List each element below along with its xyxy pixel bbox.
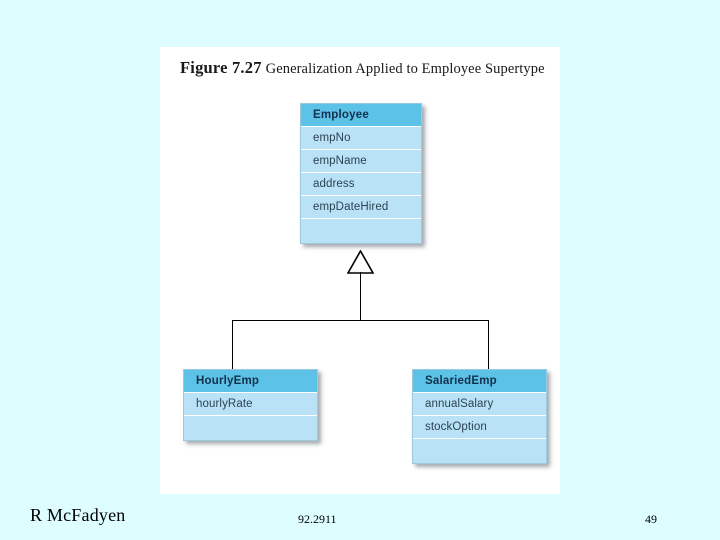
attribute-row: empNo: [301, 127, 421, 150]
attribute-row: empDateHired: [301, 196, 421, 219]
generalization-stem-line: [360, 272, 361, 321]
class-name-salariedemp: SalariedEmp: [413, 370, 546, 393]
attribute-row: empName: [301, 150, 421, 173]
generalization-branch-right: [488, 320, 489, 370]
uml-class-hourlyemp[interactable]: HourlyEmp hourlyRate: [183, 369, 318, 441]
attribute-row: hourlyRate: [184, 393, 317, 416]
footer-author: R McFadyen: [30, 505, 126, 525]
operations-compartment: [301, 219, 421, 243]
footer-course-code: 92.2911: [298, 512, 337, 526]
generalization-crossbar-line: [232, 320, 489, 321]
figure-title: Generalization Applied to Employee Super…: [265, 61, 545, 77]
figure-caption: Figure 7.27 Generalization Applied to Em…: [180, 58, 555, 78]
class-name-employee: Employee: [301, 104, 421, 127]
figure-label: Figure 7.27: [180, 58, 262, 77]
class-name-hourlyemp: HourlyEmp: [184, 370, 317, 393]
uml-class-employee[interactable]: Employee empNo empName address empDateHi…: [300, 103, 422, 244]
generalization-branch-left: [232, 320, 233, 370]
operations-compartment: [184, 416, 317, 440]
attribute-row: stockOption: [413, 416, 546, 439]
footer-page-number: 49: [645, 512, 657, 526]
uml-class-salariedemp[interactable]: SalariedEmp annualSalary stockOption: [412, 369, 547, 464]
attribute-row: address: [301, 173, 421, 196]
generalization-triangle-icon: [347, 250, 374, 274]
attribute-row: annualSalary: [413, 393, 546, 416]
figure-panel: Figure 7.27 Generalization Applied to Em…: [160, 47, 560, 494]
operations-compartment: [413, 439, 546, 463]
